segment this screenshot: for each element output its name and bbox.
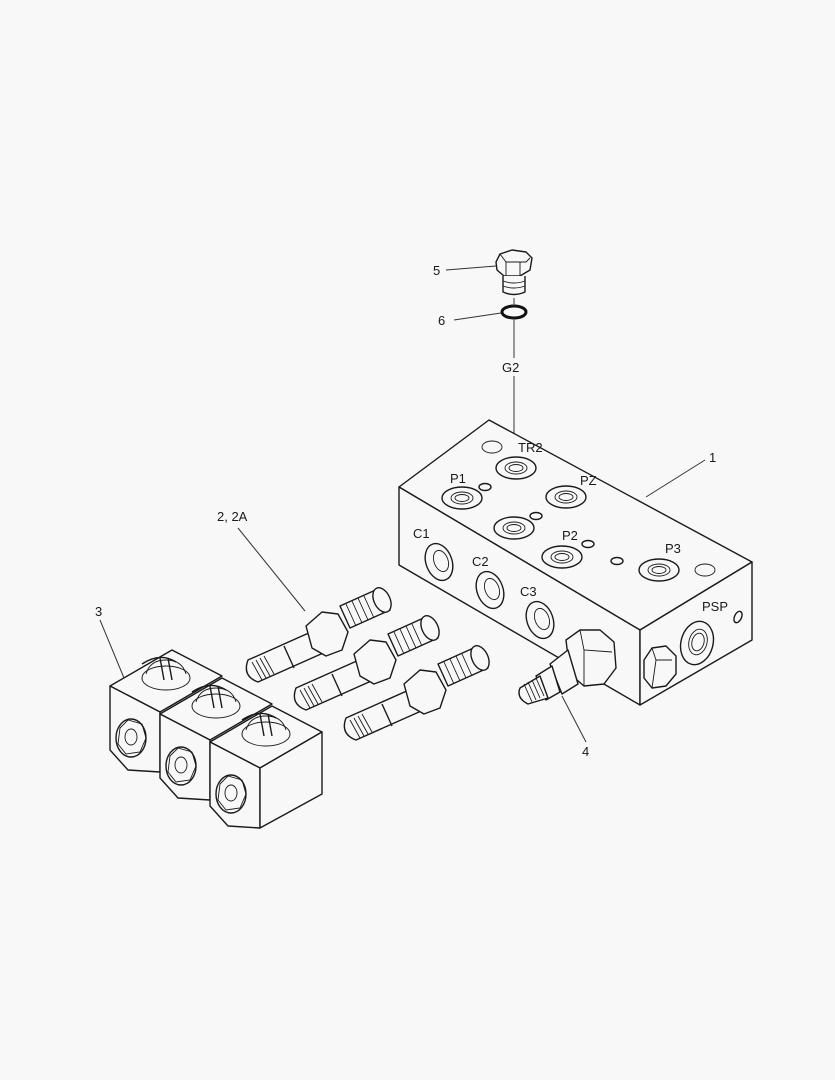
callout-6: 6	[438, 313, 445, 328]
callout-2-2a: 2, 2A	[217, 509, 248, 524]
relief-fitting-part-4	[518, 629, 617, 705]
leader-line-3	[99, 619, 125, 679]
port-label-c1: C1	[413, 526, 430, 541]
port-g2	[493, 516, 535, 540]
port-c2	[475, 570, 505, 610]
port-label-g2: G2	[502, 360, 519, 375]
port-label-c2: C2	[472, 554, 489, 569]
port-label-tr2: TR2	[518, 440, 543, 455]
callout-5: 5	[433, 263, 440, 278]
leader-line-1	[645, 459, 706, 498]
o-ring-part-6	[500, 304, 528, 320]
port-c1	[424, 542, 454, 582]
port-label-p1: P1	[450, 471, 466, 486]
port-psp	[679, 620, 715, 666]
callout-3: 3	[95, 604, 102, 619]
port-p3	[638, 558, 680, 582]
port-label-p3: P3	[665, 541, 681, 556]
port-label-p2: P2	[562, 528, 578, 543]
solenoid-coils-part-3	[109, 649, 323, 829]
port-c3	[525, 600, 555, 640]
leader-line-2	[237, 527, 306, 612]
port-p1	[441, 486, 483, 510]
port-label-c3: C3	[520, 584, 537, 599]
callout-4: 4	[582, 744, 589, 759]
port-label-psp: PSP	[702, 599, 728, 614]
callout-1: 1	[709, 450, 716, 465]
plug-part-5	[495, 249, 533, 296]
leader-line-4	[561, 695, 587, 743]
leader-line-5	[445, 265, 497, 271]
port-tr2	[495, 456, 537, 480]
cartridge-valve-part-2	[245, 587, 490, 741]
port-pz	[545, 485, 587, 509]
leader-line-6	[453, 312, 502, 321]
port-label-pz: PZ	[580, 473, 597, 488]
port-p2	[541, 545, 583, 569]
